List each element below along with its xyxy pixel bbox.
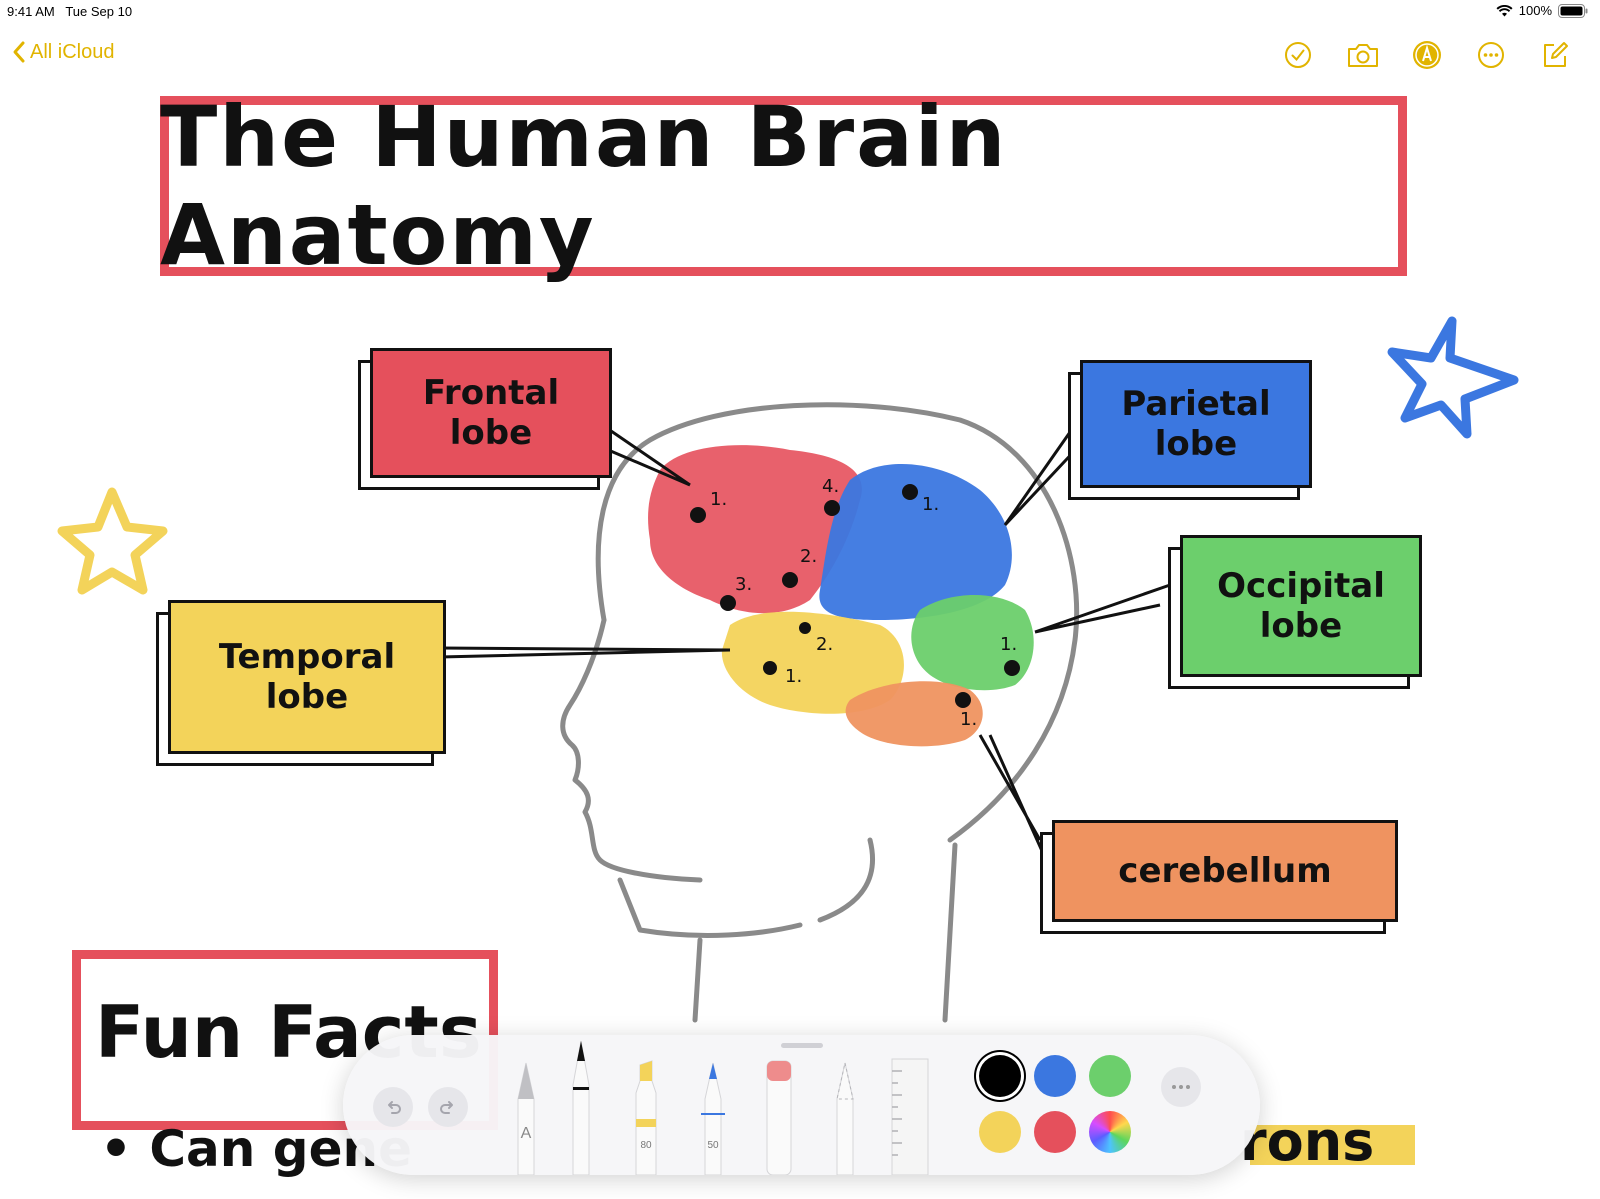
pen-icon bbox=[572, 1040, 590, 1176]
marker-numbers: 1. 4. 2. 3. 1. 1. 2. 1. 1. bbox=[710, 476, 1017, 730]
neurons-highlight bbox=[1250, 1125, 1415, 1165]
more-button[interactable] bbox=[1474, 38, 1508, 72]
connectors bbox=[439, 418, 1171, 881]
label-cerebellum: cerebellum bbox=[1052, 820, 1398, 922]
svg-text:2.: 2. bbox=[800, 546, 817, 567]
head-outline bbox=[560, 402, 1080, 1023]
undo-icon bbox=[388, 1101, 401, 1114]
drawing-toolbar: A 80 50 bbox=[343, 1035, 1260, 1176]
color-black[interactable] bbox=[979, 1055, 1021, 1097]
lasso-icon bbox=[836, 1062, 854, 1176]
pencil-tool[interactable]: 50 bbox=[695, 1059, 731, 1176]
markup-button[interactable] bbox=[1410, 38, 1444, 72]
toolbar-grabber[interactable] bbox=[781, 1043, 823, 1048]
color-red[interactable] bbox=[1034, 1111, 1076, 1153]
svg-text:1.: 1. bbox=[960, 709, 977, 730]
color-green[interactable] bbox=[1089, 1055, 1131, 1097]
monoline-pen-letter: A bbox=[520, 1125, 532, 1142]
eraser-tool[interactable] bbox=[761, 1059, 797, 1176]
camera-button[interactable] bbox=[1346, 38, 1380, 72]
battery-icon bbox=[1558, 3, 1588, 18]
checklist-button[interactable] bbox=[1281, 38, 1315, 72]
label-temporal-text: Temporal lobe bbox=[218, 637, 396, 717]
redo-icon bbox=[440, 1101, 453, 1114]
status-bar: 9:41 AM Tue Sep 10 100% bbox=[0, 0, 1600, 26]
cerebellum-region bbox=[845, 681, 983, 747]
svg-text:4.: 4. bbox=[822, 476, 839, 497]
blue-star-icon bbox=[1387, 316, 1519, 439]
toolbar-more-button[interactable] bbox=[1161, 1067, 1201, 1107]
neurons-text: rons bbox=[1240, 1110, 1375, 1173]
color-wheel[interactable] bbox=[1089, 1111, 1131, 1153]
monoline-pen-icon bbox=[517, 1062, 535, 1176]
ruler-tool[interactable] bbox=[890, 1057, 930, 1176]
color-yellow[interactable] bbox=[979, 1111, 1021, 1153]
redo-button[interactable] bbox=[428, 1087, 468, 1127]
label-occipital-lobe: Occipital lobe bbox=[1180, 535, 1422, 677]
svg-text:1.: 1. bbox=[1000, 634, 1017, 655]
monoline-pen-tool[interactable]: A bbox=[508, 1059, 544, 1176]
chevron-left-icon bbox=[13, 41, 25, 63]
label-occipital-text: Occipital lobe bbox=[1217, 566, 1385, 646]
title-frame bbox=[160, 96, 1407, 276]
battery-percent: 100% bbox=[1518, 3, 1552, 18]
svg-text:1.: 1. bbox=[785, 666, 802, 687]
back-label: All iCloud bbox=[30, 40, 115, 63]
temporal-region bbox=[721, 611, 904, 714]
eraser-icon bbox=[766, 1060, 792, 1176]
lasso-tool[interactable] bbox=[827, 1059, 863, 1176]
pencil-icon bbox=[701, 1062, 725, 1176]
nav-bar: All iCloud bbox=[0, 30, 1600, 76]
svg-text:2.: 2. bbox=[816, 634, 833, 655]
pen-tool[interactable] bbox=[563, 1037, 599, 1176]
wifi-icon bbox=[1496, 4, 1513, 16]
label-temporal-lobe: Temporal lobe bbox=[168, 600, 446, 754]
highlighter-tool[interactable]: 80 bbox=[628, 1059, 664, 1176]
svg-text:1.: 1. bbox=[710, 489, 727, 510]
yellow-star-icon bbox=[57, 487, 168, 595]
region-markers bbox=[690, 484, 1020, 708]
checklist-icon bbox=[1285, 42, 1311, 68]
markup-icon bbox=[1413, 41, 1441, 69]
label-frontal-lobe: Frontal lobe bbox=[370, 348, 612, 478]
parietal-region bbox=[819, 463, 1012, 620]
color-blue[interactable] bbox=[1034, 1055, 1076, 1097]
label-cerebellum-text: cerebellum bbox=[1118, 851, 1332, 891]
status-time-date: 9:41 AM Tue Sep 10 bbox=[7, 4, 133, 19]
highlighter-icon bbox=[635, 1060, 657, 1176]
undo-button[interactable] bbox=[373, 1087, 413, 1127]
more-icon bbox=[1478, 42, 1504, 68]
label-parietal-text: Parietal lobe bbox=[1121, 384, 1271, 464]
camera-icon bbox=[1348, 44, 1378, 67]
frontal-region bbox=[648, 445, 862, 614]
brain-regions bbox=[648, 445, 1034, 747]
svg-text:3.: 3. bbox=[735, 574, 752, 595]
label-parietal-lobe: Parietal lobe bbox=[1080, 360, 1312, 488]
pencil-size: 50 bbox=[707, 1140, 719, 1151]
highlighter-size: 80 bbox=[640, 1140, 652, 1151]
compose-icon bbox=[1544, 42, 1568, 67]
svg-text:1.: 1. bbox=[922, 494, 939, 515]
more-icon bbox=[1172, 1085, 1190, 1089]
occipital-region bbox=[911, 595, 1034, 691]
back-button[interactable]: All iCloud bbox=[12, 40, 114, 64]
label-frontal-text: Frontal lobe bbox=[422, 373, 560, 453]
compose-button[interactable] bbox=[1538, 38, 1572, 72]
ruler-icon bbox=[891, 1058, 929, 1176]
note-title: The Human Brain Anatomy bbox=[160, 88, 1008, 284]
